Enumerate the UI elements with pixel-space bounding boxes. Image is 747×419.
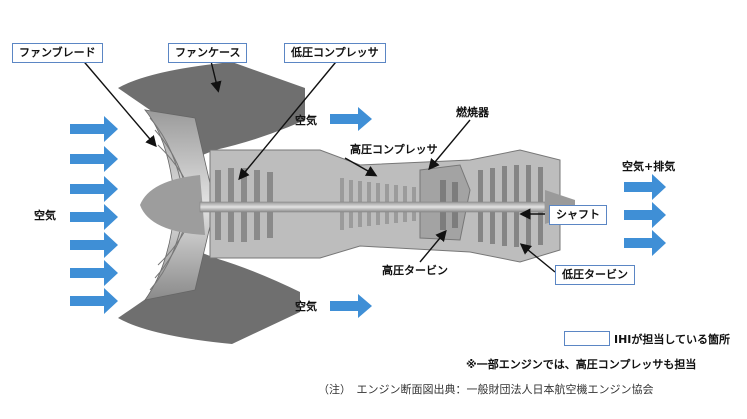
nose-cone: [140, 175, 205, 235]
label-air-exhaust: 空気+排気: [622, 160, 676, 173]
legend-label: IHIが担当している箇所: [614, 333, 731, 346]
footnote: ※一部エンジンでは、高圧コンプレッサも担当: [466, 358, 697, 371]
source-caption: （注） エンジン断面図出典：一般財団法人日本航空機エンジン協会: [318, 383, 654, 396]
label-hp-compressor: 高圧コンプレッサ: [350, 143, 438, 156]
inlet-air-arrows: [70, 116, 118, 314]
exhaust-arrows: [624, 174, 666, 256]
fan-case: [118, 62, 305, 160]
label-fan-case: ファンケース: [168, 43, 248, 63]
label-air-inlet: 空気: [34, 209, 56, 222]
bypass-air-arrows: [330, 107, 372, 318]
label-combustor: 燃焼器: [456, 106, 489, 119]
label-lp-compressor: 低圧コンプレッサ: [284, 43, 386, 63]
shaft: [199, 201, 546, 213]
label-air-bypass-bottom: 空気: [295, 300, 317, 313]
label-fan-blade: ファンブレード: [12, 43, 103, 63]
label-lp-turbine: 低圧タービン: [555, 265, 635, 285]
label-shaft: シャフト: [549, 205, 607, 225]
label-air-bypass-top: 空気: [295, 114, 317, 127]
label-hp-turbine: 高圧タービン: [382, 264, 448, 277]
legend-swatch: [564, 331, 610, 346]
